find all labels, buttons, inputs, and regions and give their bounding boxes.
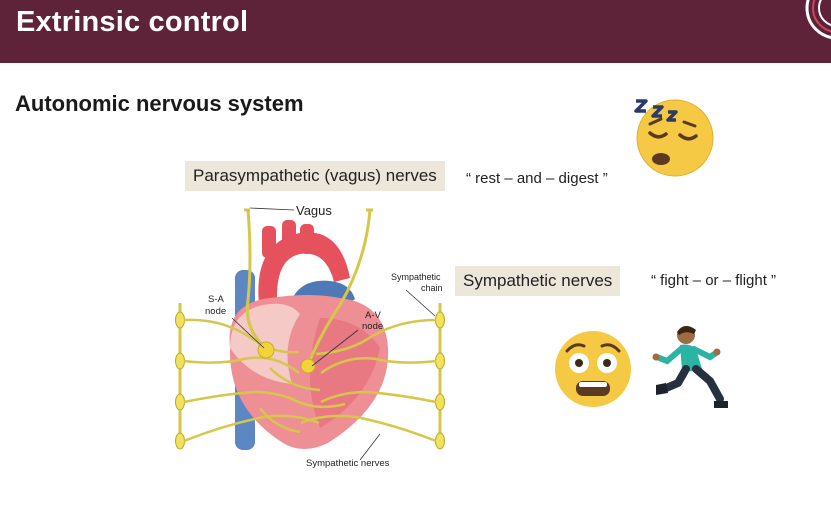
sympathetic-chain-label-line1: Sympathetic	[391, 272, 441, 282]
sympathetic-quote: “ fight – or – flight ”	[651, 272, 777, 289]
parasympathetic-label: Parasympathetic (vagus) nerves	[185, 161, 445, 191]
av-node-label-line2: node	[362, 321, 383, 332]
section-heading: Autonomic nervous system	[15, 91, 304, 116]
av-node-label-line1: A-V	[365, 310, 382, 321]
sleeping-face-icon	[634, 99, 714, 177]
running-person-icon	[652, 325, 728, 408]
sympathetic-chain-label-line2: chain	[421, 283, 443, 293]
leader-lines	[231, 207, 436, 461]
sa-node-label-line1: S-A	[208, 294, 225, 305]
frightened-face-icon	[555, 331, 631, 407]
left-nerve-chain	[175, 303, 185, 450]
university-logo-icon	[805, 0, 831, 39]
slide-title: Extrinsic control	[16, 6, 249, 38]
right-nerve-chain	[435, 303, 445, 450]
heart-innervation-diagram: Vagus S-A node A-V node Sympathetic chai…	[175, 203, 445, 469]
parasympathetic-quote: “ rest – and – digest ”	[466, 170, 608, 187]
slide-header: Extrinsic control	[0, 0, 831, 63]
vagus-label: Vagus	[296, 203, 332, 218]
sympathetic-nerve-branches	[183, 318, 437, 443]
sympathetic-nerves-label: Sympathetic nerves	[306, 458, 390, 469]
vagus-nerves	[244, 208, 373, 366]
sympathetic-label: Sympathetic nerves	[455, 266, 621, 296]
sa-node-label-line2: node	[205, 306, 226, 317]
